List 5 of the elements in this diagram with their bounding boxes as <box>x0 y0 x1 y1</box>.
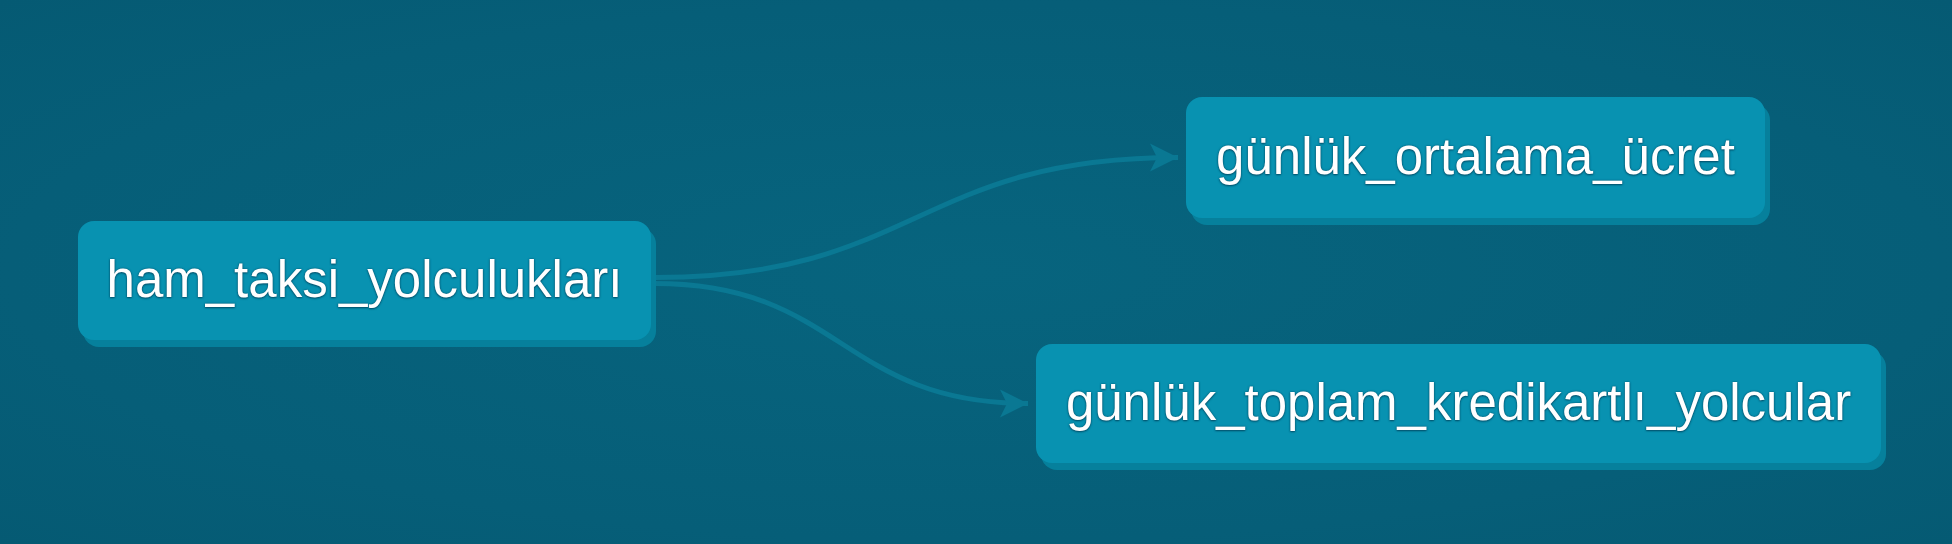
node-label: günlük_ortalama_ücret <box>1216 128 1735 187</box>
node-label: ham_taksi_yolculukları <box>106 251 623 310</box>
node-label: günlük_toplam_kredikartlı_yolcular <box>1065 374 1852 433</box>
arrow <box>654 281 1029 416</box>
arrow <box>654 144 1179 280</box>
